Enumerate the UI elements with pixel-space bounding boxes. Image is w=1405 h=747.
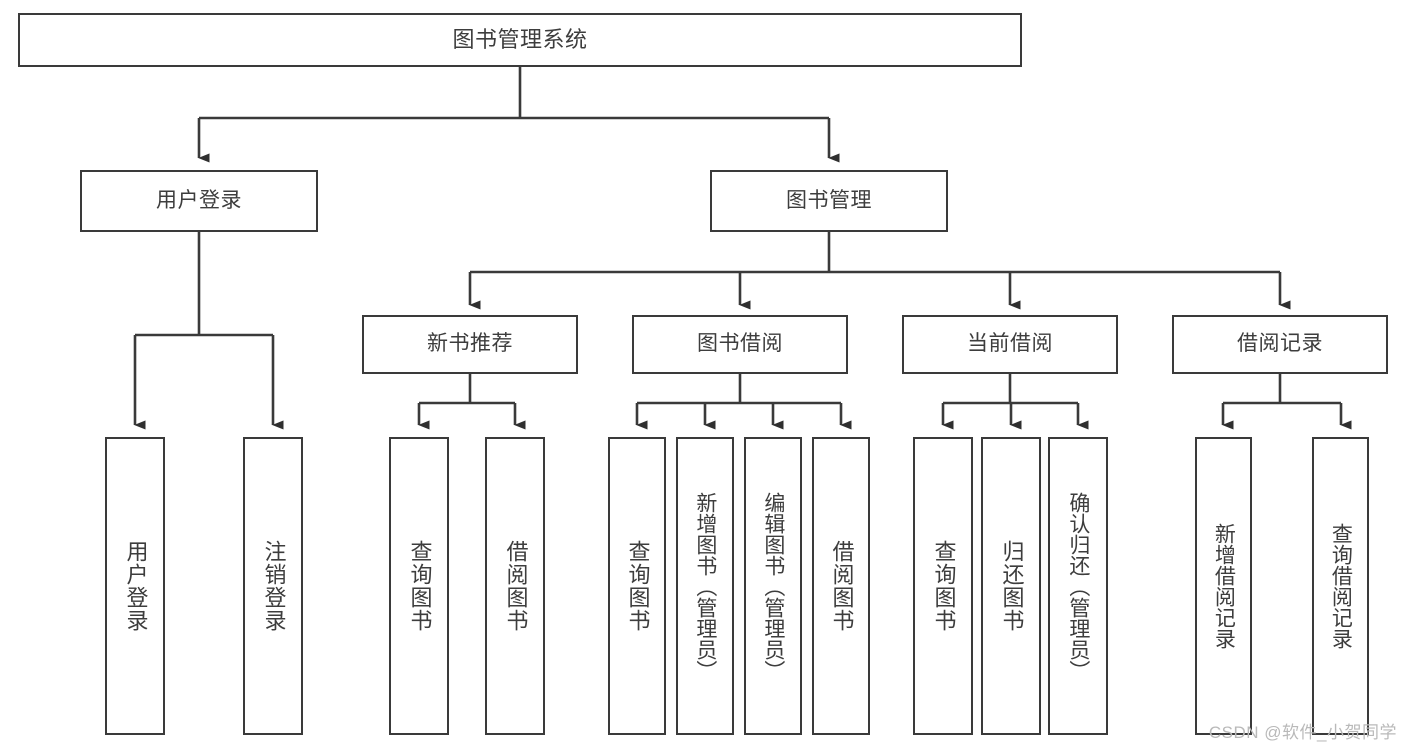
node-borrow-record[interactable]: 借阅记录 [1172, 315, 1388, 374]
node-leaf-new-book-borrow[interactable]: 借阅图书 [485, 437, 545, 735]
node-leaf-borrow-borrow-book[interactable]: 借阅图书 [812, 437, 870, 735]
node-user-login[interactable]: 用户登录 [80, 170, 318, 232]
node-leaf-new-book-query-label: 查询图书 [407, 540, 433, 632]
node-leaf-record-add[interactable]: 新增借阅记录 [1195, 437, 1252, 735]
node-leaf-user-login-signout-label: 注销登录 [261, 540, 287, 632]
node-leaf-record-query-label: 查询借阅记录 [1329, 523, 1353, 649]
node-leaf-new-book-borrow-label: 借阅图书 [503, 540, 529, 632]
node-leaf-borrow-query-book[interactable]: 查询图书 [608, 437, 666, 735]
node-leaf-borrow-add-book-label: 新增图书（管理员） [693, 491, 717, 681]
node-leaf-current-confirm-return[interactable]: 确认归还（管理员） [1048, 437, 1108, 735]
csdn-watermark: CSDN @软件_小贺同学 [1208, 723, 1397, 742]
node-leaf-current-query-book-label: 查询图书 [931, 540, 957, 632]
node-leaf-borrow-add-book[interactable]: 新增图书（管理员） [676, 437, 734, 735]
node-leaf-borrow-query-book-label: 查询图书 [625, 540, 651, 632]
node-current-borrow[interactable]: 当前借阅 [902, 315, 1118, 374]
node-root-system-label: 图书管理系统 [452, 27, 588, 53]
node-leaf-record-add-label: 新增借阅记录 [1212, 523, 1236, 649]
node-leaf-current-confirm-return-label: 确认归还（管理员） [1066, 491, 1090, 681]
node-book-borrow-label: 图书借阅 [697, 332, 783, 356]
node-leaf-user-login-signin[interactable]: 用户登录 [105, 437, 165, 735]
node-book-management[interactable]: 图书管理 [710, 170, 948, 232]
node-leaf-current-return-book-label: 归还图书 [999, 540, 1025, 632]
node-book-management-label: 图书管理 [786, 188, 872, 212]
node-leaf-borrow-edit-book-label: 编辑图书（管理员） [761, 491, 785, 681]
node-leaf-user-login-signout[interactable]: 注销登录 [243, 437, 303, 735]
node-new-book-recommend-label: 新书推荐 [427, 332, 513, 356]
node-leaf-borrow-borrow-book-label: 借阅图书 [829, 540, 855, 632]
node-borrow-record-label: 借阅记录 [1237, 332, 1323, 356]
node-book-borrow[interactable]: 图书借阅 [632, 315, 848, 374]
node-leaf-new-book-query[interactable]: 查询图书 [389, 437, 449, 735]
node-new-book-recommend[interactable]: 新书推荐 [362, 315, 578, 374]
node-leaf-current-query-book[interactable]: 查询图书 [913, 437, 973, 735]
node-root-system[interactable]: 图书管理系统 [18, 13, 1022, 67]
node-leaf-borrow-edit-book[interactable]: 编辑图书（管理员） [744, 437, 802, 735]
node-user-login-label: 用户登录 [156, 188, 242, 212]
node-current-borrow-label: 当前借阅 [967, 332, 1053, 356]
node-leaf-record-query[interactable]: 查询借阅记录 [1312, 437, 1369, 735]
node-leaf-current-return-book[interactable]: 归还图书 [981, 437, 1041, 735]
node-leaf-user-login-signin-label: 用户登录 [123, 540, 149, 632]
